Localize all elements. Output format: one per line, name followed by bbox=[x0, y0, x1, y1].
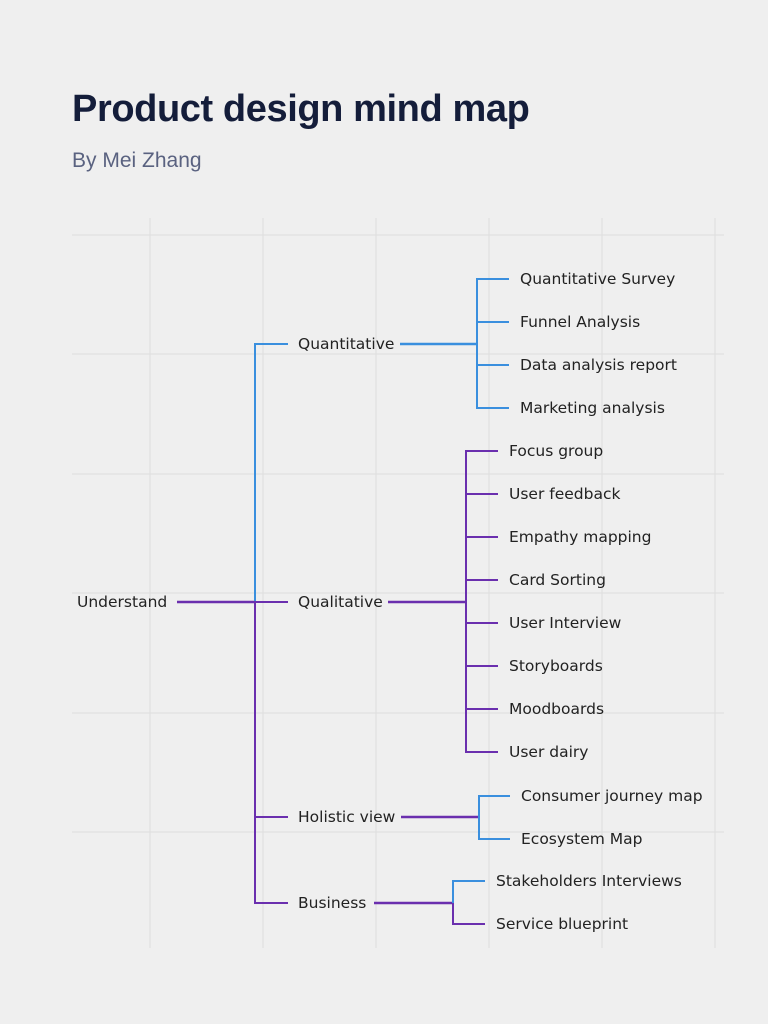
node-leaf: Marketing analysis bbox=[520, 399, 665, 417]
mind-map-connectors bbox=[177, 278, 510, 925]
node-leaf: Card Sorting bbox=[509, 571, 606, 589]
node-leaf: Quantitative Survey bbox=[520, 270, 675, 288]
author-byline: By Mei Zhang bbox=[72, 149, 202, 172]
node-leaf: Service blueprint bbox=[496, 915, 628, 933]
node-branch-3: Business bbox=[298, 894, 366, 912]
node-leaf: Focus group bbox=[509, 442, 603, 460]
node-leaf: Stakeholders Interviews bbox=[496, 872, 682, 890]
node-leaf: Empathy mapping bbox=[509, 528, 651, 546]
node-leaf: Data analysis report bbox=[520, 356, 677, 374]
node-leaf: Moodboards bbox=[509, 700, 604, 718]
node-branch-0: Quantitative bbox=[298, 335, 394, 353]
node-branch-1: Qualitative bbox=[298, 593, 383, 611]
node-leaf: Consumer journey map bbox=[521, 787, 703, 805]
node-leaf: Funnel Analysis bbox=[520, 313, 640, 331]
background-grid bbox=[72, 218, 724, 948]
node-leaf: Ecosystem Map bbox=[521, 830, 642, 848]
node-leaf: User dairy bbox=[509, 743, 588, 761]
node-root: Understand bbox=[77, 593, 167, 611]
node-leaf: User feedback bbox=[509, 485, 620, 503]
page-title: Product design mind map bbox=[72, 88, 530, 130]
node-leaf: User Interview bbox=[509, 614, 622, 632]
node-leaf: Storyboards bbox=[509, 657, 603, 675]
node-branch-2: Holistic view bbox=[298, 808, 396, 826]
